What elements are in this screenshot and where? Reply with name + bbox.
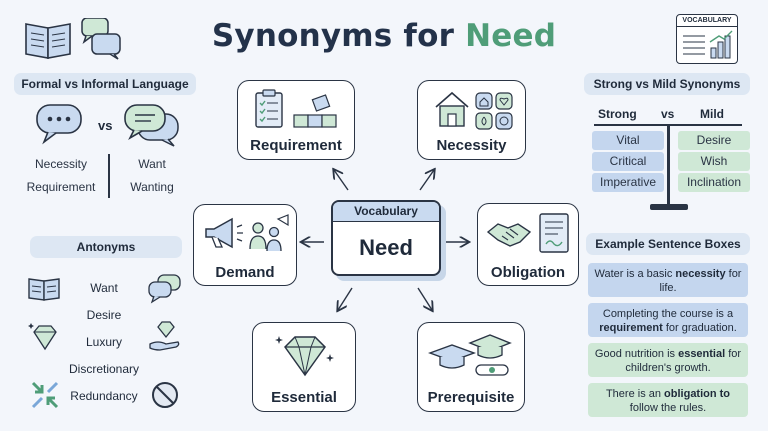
- hand-diamond-icon: [149, 321, 180, 351]
- page-title: Synonyms for Need: [0, 18, 768, 54]
- scale-base: [650, 204, 688, 210]
- card-necessity-label: Necessity: [436, 137, 507, 154]
- vocabulary-badge-label: VOCABULARY: [677, 15, 737, 27]
- strong-mild-heading: Strong vs Mild Synonyms: [584, 73, 750, 95]
- prohibited-icon: [152, 382, 178, 408]
- card-requirement: Requirement: [237, 80, 355, 160]
- card-prerequisite-label: Prerequisite: [427, 389, 515, 406]
- strong-label: Strong: [598, 107, 637, 121]
- strong-synonym-3: Imperative: [592, 173, 664, 192]
- mild-label: Mild: [700, 107, 724, 121]
- chart-document-icon: [683, 30, 733, 59]
- speech-bubble-dots-icon: [36, 104, 82, 145]
- formal-informal-vs: vs: [98, 118, 113, 133]
- title-keyword: Need: [465, 18, 557, 54]
- scale-post: [667, 126, 670, 206]
- vocabulary-badge: VOCABULARY: [676, 14, 738, 64]
- antonym-4: Discretionary: [68, 362, 140, 376]
- mild-synonym-1: Desire: [678, 131, 750, 150]
- example-sentence-1: Water is a basic necessity for life.: [588, 263, 748, 297]
- card-requirement-label: Requirement: [250, 137, 342, 154]
- examples-heading: Example Sentence Boxes: [586, 233, 750, 255]
- card-demand-label: Demand: [215, 264, 275, 281]
- antonyms-heading: Antonyms: [30, 236, 182, 258]
- open-book-chat-icon: [25, 18, 121, 60]
- card-necessity: Necessity: [417, 80, 526, 160]
- center-vocabulary-box: Vocabulary Need: [331, 200, 441, 276]
- mild-synonym-2: Wish: [678, 152, 750, 171]
- diamond-sparkle-icon: [28, 323, 57, 351]
- card-essential-label: Essential: [271, 389, 337, 406]
- house-essentials-icon: [435, 91, 513, 130]
- example-sentence-3: Good nutrition is essential for children…: [588, 343, 748, 377]
- formal-informal-heading: Formal vs Informal Language: [14, 73, 196, 95]
- speech-bubbles-lines-icon: [124, 104, 179, 147]
- antonym-3: Luxury: [85, 335, 123, 349]
- arrows-collapse-icon: [31, 381, 59, 409]
- handshake-contract-icon: [486, 213, 569, 253]
- card-essential: Essential: [252, 322, 356, 412]
- informal-word-1: Want: [138, 157, 166, 171]
- card-obligation-label: Obligation: [490, 264, 566, 281]
- strong-synonym-1: Vital: [592, 131, 664, 150]
- chat-bubbles-icon: [148, 274, 181, 304]
- example-sentence-2: Completing the course is a requirement f…: [588, 303, 748, 337]
- diamond-icon: [275, 336, 334, 377]
- antonym-5: Redundancy: [70, 389, 138, 403]
- center-header: Vocabulary: [333, 202, 439, 222]
- megaphone-people-icon: [205, 214, 289, 252]
- title-prefix: Synonyms for: [211, 18, 455, 54]
- mild-synonym-3: Inclination: [678, 173, 750, 192]
- informal-word-2: Wanting: [130, 180, 174, 194]
- example-sentence-4: There is an obligation to follow the rul…: [588, 383, 748, 417]
- antonym-2: Desire: [86, 308, 122, 322]
- antonym-1: Want: [90, 281, 118, 295]
- checklist-blocks-icon: [255, 89, 337, 128]
- book-icon: [28, 278, 60, 301]
- scale-beam: [594, 124, 742, 126]
- center-word: Need: [359, 235, 413, 260]
- formal-word-2: Requirement: [26, 180, 96, 194]
- formal-word-1: Necessity: [34, 157, 87, 171]
- formal-informal-divider: [108, 154, 110, 198]
- card-demand: Demand: [193, 204, 297, 286]
- graduation-caps-icon: [428, 334, 512, 376]
- strong-synonym-2: Critical: [592, 152, 664, 171]
- card-obligation: Obligation: [477, 203, 579, 286]
- card-prerequisite: Prerequisite: [417, 322, 525, 412]
- strong-mild-vs: vs: [661, 107, 675, 121]
